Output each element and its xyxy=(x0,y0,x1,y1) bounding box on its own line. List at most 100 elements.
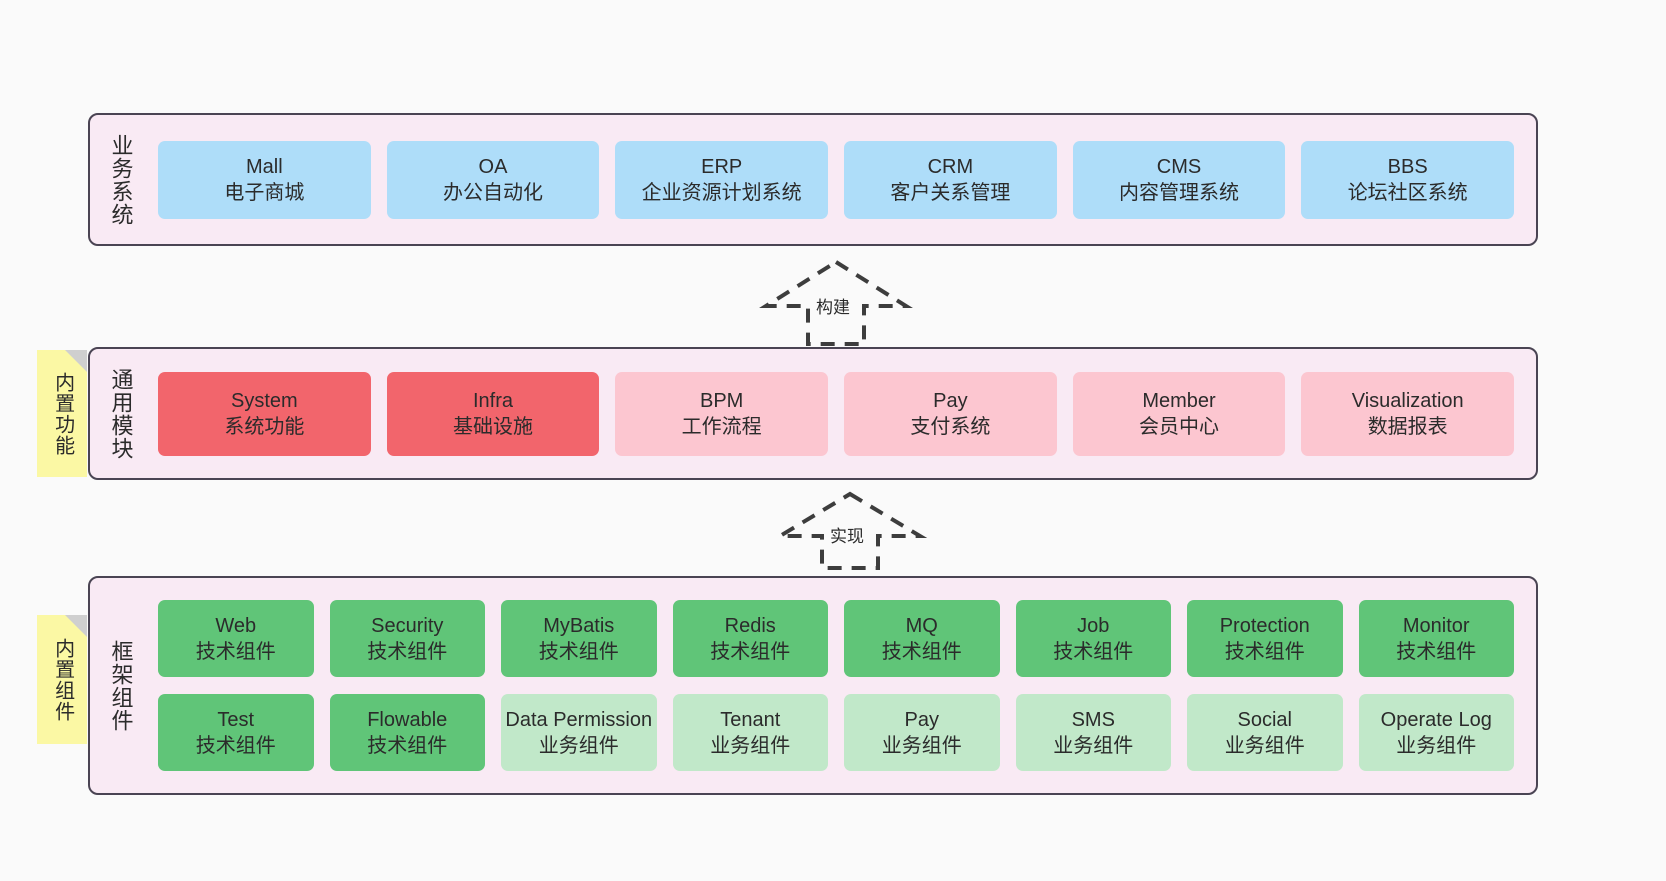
framework-component-card-title: Tenant xyxy=(720,708,781,731)
framework-component-card-title: Security xyxy=(371,614,444,637)
layer-title-business: 业务系统 xyxy=(108,133,134,226)
note-fold-corner-icon xyxy=(65,615,87,637)
connector-implement: 实现 xyxy=(770,490,930,572)
common-module-card[interactable]: System 系统功能 xyxy=(158,371,371,456)
connector-build-label: 构建 xyxy=(816,298,850,317)
business-system-card-subtitle: 电子商城 xyxy=(224,181,305,204)
business-system-card[interactable]: Mall 电子商城 xyxy=(158,140,371,219)
framework-component-card-subtitle: 技术组件 xyxy=(1224,640,1305,663)
framework-component-card[interactable]: Social 业务组件 xyxy=(1187,694,1343,771)
business-system-card-subtitle: 企业资源计划系统 xyxy=(641,181,802,204)
framework-component-cell: Protection 技术组件 xyxy=(1179,600,1351,677)
business-system-card-title: CMS xyxy=(1156,155,1202,178)
business-system-card-title: ERP xyxy=(701,155,743,178)
framework-component-card-title: Pay xyxy=(904,708,939,731)
note-builtin-function: 内置功能 xyxy=(37,350,87,477)
common-module-cell: BPM 工作流程 xyxy=(607,371,836,456)
common-module-card[interactable]: BPM 工作流程 xyxy=(615,371,829,456)
business-system-card-title: CRM xyxy=(927,155,974,178)
framework-component-card-title: Flowable xyxy=(367,708,448,731)
common-module-card-subtitle: 支付系统 xyxy=(910,415,991,438)
framework-component-cell: Operate Log 业务组件 xyxy=(1351,694,1523,771)
business-system-card[interactable]: OA 办公自动化 xyxy=(386,140,600,219)
business-system-card-subtitle: 办公自动化 xyxy=(443,181,543,204)
framework-component-card-subtitle: 业务组件 xyxy=(1396,734,1477,757)
business-system-cell: ERP 企业资源计划系统 xyxy=(607,140,836,219)
framework-component-card-subtitle: 业务组件 xyxy=(1053,734,1134,757)
framework-component-card-subtitle: 业务组件 xyxy=(1224,734,1305,757)
common-module-card-title: BPM xyxy=(700,389,744,412)
common-module-cell: System 系统功能 xyxy=(150,371,379,456)
framework-component-cell: Social 业务组件 xyxy=(1179,694,1351,771)
business-system-cell: Mall 电子商城 xyxy=(150,140,379,219)
framework-component-card-subtitle: 技术组件 xyxy=(1053,640,1134,663)
business-system-card-title: BBS xyxy=(1387,155,1428,178)
framework-component-card-title: Operate Log xyxy=(1380,708,1492,731)
framework-component-card-title: Social xyxy=(1237,708,1292,731)
framework-component-card-subtitle: 技术组件 xyxy=(367,734,448,757)
common-module-card-title: System xyxy=(230,389,298,412)
framework-component-card-title: Redis xyxy=(724,614,776,637)
business-system-card-title: Mall xyxy=(246,155,283,178)
framework-component-card-title: Test xyxy=(217,708,255,731)
framework-component-card-title: Web xyxy=(215,614,257,637)
framework-component-card[interactable]: Web 技术组件 xyxy=(158,600,314,677)
common-module-card-subtitle: 工作流程 xyxy=(681,415,762,438)
connector-build: 构建 xyxy=(756,258,916,348)
connector-implement-label: 实现 xyxy=(830,527,864,546)
framework-component-card-subtitle: 技术组件 xyxy=(195,640,276,663)
common-module-card-subtitle: 系统功能 xyxy=(224,415,305,438)
note-builtin-component-label: 内置组件 xyxy=(51,637,74,722)
business-system-card[interactable]: ERP 企业资源计划系统 xyxy=(615,140,829,219)
framework-component-card[interactable]: Flowable 技术组件 xyxy=(329,694,485,771)
framework-component-card[interactable]: Protection 技术组件 xyxy=(1187,600,1343,677)
framework-component-card[interactable]: Operate Log 业务组件 xyxy=(1358,694,1514,771)
framework-component-card-title: Protection xyxy=(1219,614,1310,637)
common-module-card-subtitle: 基础设施 xyxy=(453,415,533,438)
build-arrow-outline xyxy=(759,259,913,346)
note-builtin-function-label: 内置功能 xyxy=(51,371,74,456)
business-system-card-title: OA xyxy=(478,155,508,178)
